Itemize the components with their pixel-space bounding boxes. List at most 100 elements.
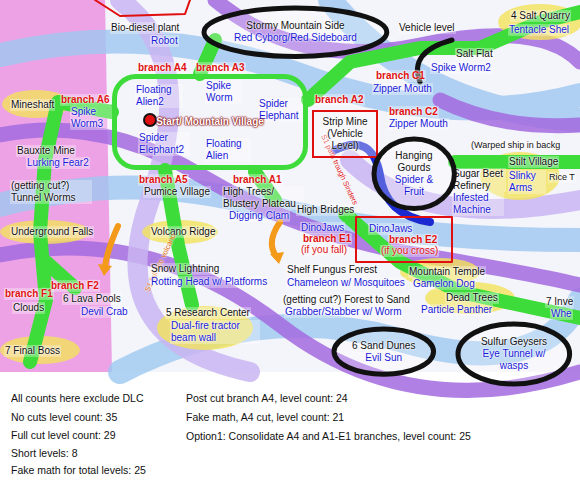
- branch-label: branch A3: [195, 62, 246, 74]
- enemy-label: Robot: [150, 35, 179, 47]
- place-label: Snow Lightning: [150, 263, 220, 275]
- blue-bands: [0, 0, 580, 372]
- branch-label: (if you fall): [300, 244, 348, 256]
- place-ellipse: Sulfur GeysersEye Tunnel w/ wasps: [472, 332, 556, 376]
- place-label: Mineshaft: [10, 99, 55, 111]
- place-label: High Bridges: [296, 204, 355, 216]
- enemy-name: Spider & Fruit: [388, 174, 440, 198]
- enemy-label: Zipper Mouth: [372, 83, 433, 95]
- place-label: 7 Inve: [545, 296, 574, 308]
- enemy-name: Eye Tunnel w/ wasps: [478, 348, 550, 372]
- place-label: Full cut level count: 29: [10, 429, 116, 442]
- arrow-head: [270, 252, 284, 264]
- place-label: Volcano Ridge: [150, 226, 217, 238]
- enemy-label: Infested Machine: [452, 192, 504, 216]
- place-label: 5 Research Center: [165, 307, 251, 319]
- place-label: Option1: Consolidate A4 and A1-E1 branch…: [185, 430, 472, 443]
- place-label: Underground Falls: [10, 226, 94, 238]
- enemy-label: Zipper Mouth: [388, 118, 449, 130]
- enemy-label: Digging Clam: [228, 210, 290, 222]
- enemy-name: Red Cyborg/Red Sideboard: [234, 32, 357, 44]
- branch-box: Strip Mine (Vehicle Level): [312, 110, 378, 158]
- place-label: Short levels: 8: [10, 447, 79, 460]
- place-ellipse: Hanging GourdsSpider & Fruit: [382, 146, 446, 202]
- enemy-label: Rotting Head w/ Platforms: [150, 276, 268, 288]
- place-label: (getting cut?) Forest to Sand: [282, 294, 411, 306]
- place-label: (Warped ship in backg: [470, 140, 561, 151]
- ellipse-outline: [334, 329, 434, 374]
- place-name: Hanging Gourds: [388, 150, 440, 174]
- enemy-label: Tentacle Shel: [508, 24, 570, 36]
- branch-label: branch A4: [137, 62, 188, 74]
- place-label: Pumice Village: [143, 186, 211, 198]
- branch-label: branch C1: [375, 70, 426, 82]
- fall-arrow: [272, 222, 280, 256]
- bio-diesel-outline: [95, 0, 190, 16]
- purple-bands: [0, 0, 580, 390]
- branch-label: branch A5: [138, 174, 189, 186]
- branch-label: branch A6: [60, 94, 111, 106]
- green-paths: [30, 12, 580, 362]
- enemy-label: Floating Alien2: [135, 84, 183, 108]
- place-ellipse: Stormy Mountain SideRed Cyborg/Red Sideb…: [228, 16, 363, 48]
- yellow-highlights: [0, 4, 580, 364]
- enemy-label: Spike Worm2: [430, 62, 492, 74]
- enemy-label: Gamelon Dog: [412, 278, 476, 290]
- enemy-label: Spider Elephant2: [138, 132, 190, 156]
- ellipse-outline: [458, 324, 570, 384]
- place-label: Sugar Beet Refinery: [452, 168, 506, 192]
- start-marker: [144, 114, 156, 126]
- enemy-label: Chameleon w/ Mosquitoes: [286, 277, 406, 289]
- ellipse-outline: [204, 8, 387, 56]
- place-label: (getting cut?) Tunnel Worms: [10, 180, 92, 204]
- hub-region: Start/ Mountain Village: [112, 74, 308, 170]
- place-name: 6 Sand Dunes: [352, 340, 415, 352]
- enemy-label: Whe: [550, 308, 573, 320]
- enemy-label: Spike Worm3: [70, 106, 112, 130]
- lavender-bands: [120, 0, 580, 372]
- place-label: Salt Flat: [455, 48, 494, 60]
- place-label: All counts here exclude DLC: [10, 392, 145, 405]
- branch-label: branch F1: [4, 288, 54, 300]
- enemy-label: Particle Panther: [420, 304, 493, 316]
- place-label: 7 Final Boss: [4, 345, 61, 357]
- place-label: Dead Trees: [445, 292, 499, 304]
- place-label: Mountain Temple: [408, 266, 486, 278]
- place-label: Clouds: [12, 302, 45, 314]
- enemy-name: Evil Sun: [352, 352, 415, 364]
- enemy-label: Spike Worm: [205, 80, 242, 104]
- place-name: Stormy Mountain Side: [234, 20, 357, 32]
- enemy-label: Dual-fire tractor beam wall: [170, 320, 260, 344]
- place-label: No cuts level count: 35: [10, 411, 118, 424]
- enemy-label: Floating Alien: [205, 138, 251, 162]
- place-label: Stilt Village: [508, 156, 559, 168]
- place-label: Fake math for total levels: 25: [10, 464, 147, 477]
- branch-label: branch C2: [388, 106, 439, 118]
- enemy-label: Slinky Arms: [508, 170, 546, 194]
- place-name: Start/ Mountain Village: [156, 116, 264, 128]
- place-label: Bauxite Mine: [16, 145, 76, 157]
- enemy-label: Lurking Fear2: [26, 157, 90, 169]
- enemy-label: Spider Elephant: [258, 98, 304, 122]
- place-label: 4 Salt Quarry: [510, 10, 571, 22]
- place-label: Post cut branch A4, level count: 24: [185, 392, 349, 405]
- branch-label: (if you cross): [380, 245, 439, 257]
- place-label: 6 Lava Pools: [62, 293, 122, 305]
- enemy-label: Grabber/Stabber w/ Worm: [284, 306, 403, 318]
- arrow-head: [98, 264, 112, 276]
- place-ellipse: 6 Sand DunesEvil Sun: [346, 336, 421, 368]
- place-label: Vehicle level: [398, 22, 456, 34]
- place-label: Rice T: [548, 172, 576, 183]
- branch-label: branch F2: [50, 280, 100, 292]
- branch-label: branch A1: [232, 174, 283, 186]
- place-label: Fake math, A4 cut, level count: 21: [185, 411, 345, 424]
- place-name: Sulfur Geysers: [478, 336, 550, 348]
- dinojaws-outline: [356, 217, 452, 262]
- place-label: Bio-diesel plant: [110, 22, 180, 34]
- place-label: High Trees/ Blustery Plateau: [222, 186, 304, 210]
- branch-label: branch A2: [314, 94, 365, 106]
- place-label: Shelf Fungus Forest: [286, 264, 378, 276]
- map-ground: [0, 0, 580, 372]
- place-name: Strip Mine (Vehicle Level): [320, 116, 370, 152]
